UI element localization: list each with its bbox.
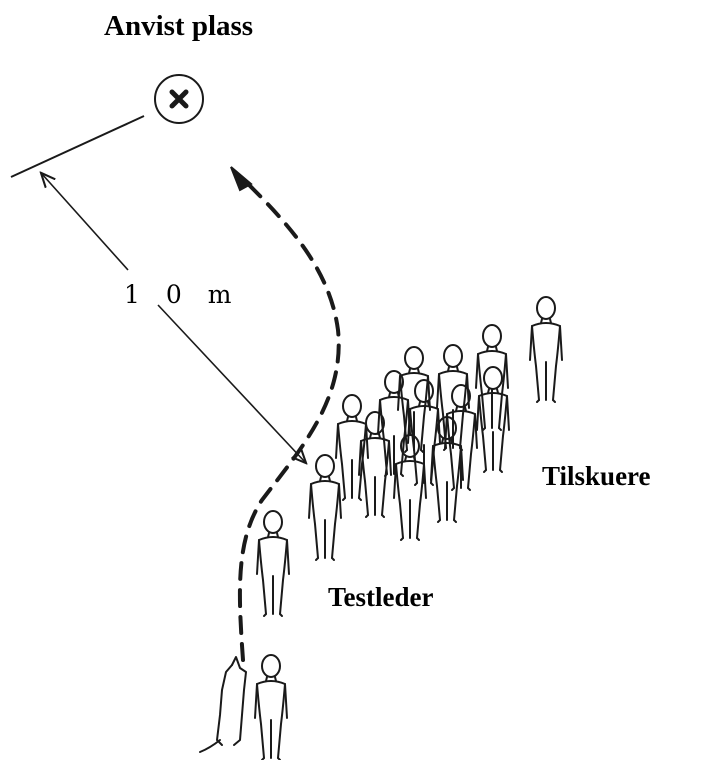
test-leader-label: Testleder bbox=[328, 582, 434, 612]
reference-line bbox=[10, 115, 145, 178]
spectators-label: Tilskuere bbox=[542, 461, 651, 491]
target-location-label: Anvist plass bbox=[104, 10, 254, 42]
test-leader-figure bbox=[256, 510, 290, 617]
distance-label: 1 0 m bbox=[124, 280, 241, 309]
dashed-walk-path bbox=[230, 166, 341, 662]
handler-with-dog-figure bbox=[199, 654, 288, 760]
spectator-crowd bbox=[308, 296, 563, 561]
circled-x-icon bbox=[154, 74, 204, 124]
distance-arrow bbox=[42, 174, 305, 462]
